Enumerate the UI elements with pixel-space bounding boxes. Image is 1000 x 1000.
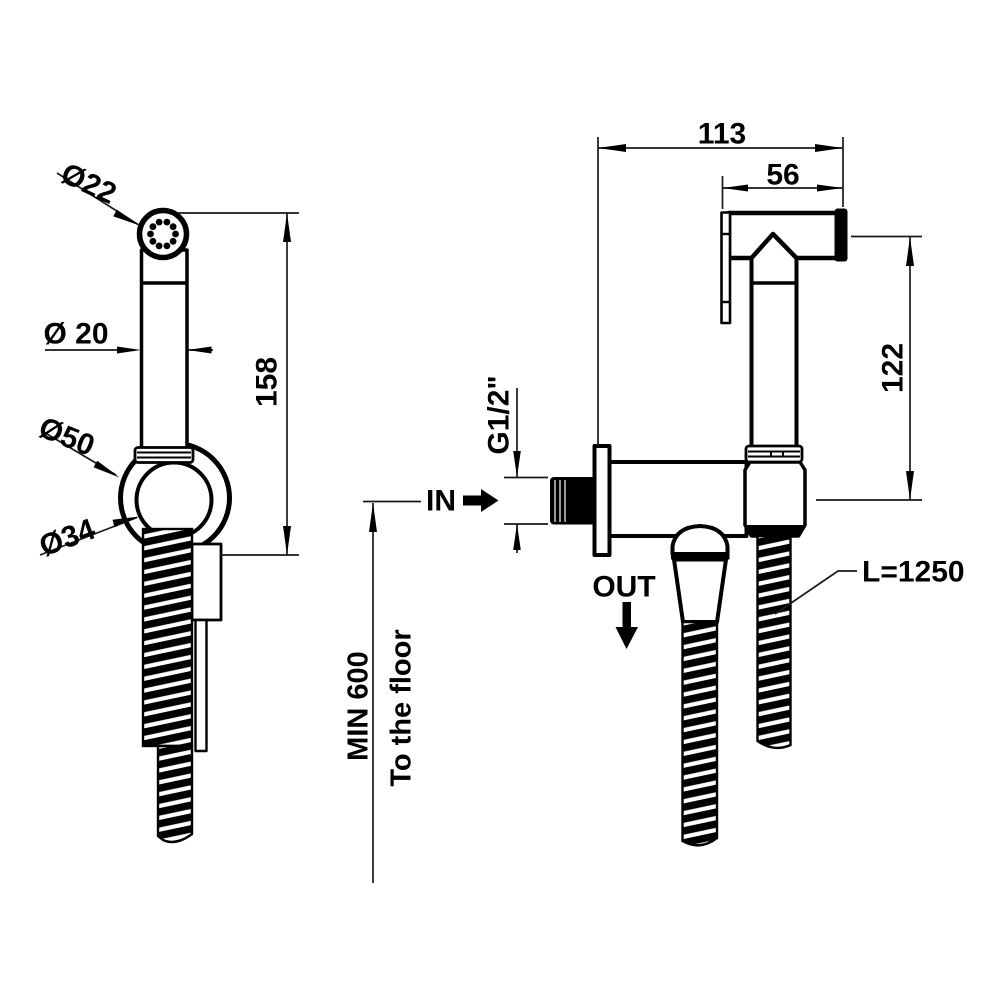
head-to-outlet-label: 122 <box>877 343 910 393</box>
out-cone-dome <box>670 524 730 556</box>
spray-head-face <box>136 207 190 261</box>
handle-connector-band <box>745 525 805 537</box>
holder-outer-label: Ø50 <box>34 411 99 463</box>
handle-nut-front <box>744 444 804 464</box>
handle-diameter-label: Ø 20 <box>43 318 108 351</box>
handle-hose <box>756 534 792 750</box>
outlet-flow-marker: OUT <box>592 571 656 649</box>
dimension-handle-diameter: Ø 20 <box>43 318 213 354</box>
hose-upper-section <box>141 527 194 748</box>
inlet-arrow-icon <box>463 489 499 512</box>
overall-height-label: 158 <box>251 357 284 407</box>
dimension-head-diameter: Ø22 <box>56 157 140 226</box>
out-cone-band <box>671 552 730 560</box>
floor-note-label: To the floor <box>386 629 418 786</box>
min-height-label: MIN 600 <box>343 651 375 761</box>
inlet-label: IN <box>426 485 456 518</box>
inlet-thread-nipple <box>550 477 596 525</box>
dimension-head-to-outlet: 122 <box>816 235 922 501</box>
head-length-label: 56 <box>766 159 799 192</box>
out-hose <box>681 620 719 847</box>
handle-body <box>139 248 189 450</box>
head-diameter-label: Ø22 <box>56 157 121 211</box>
outlet-arrow-icon <box>615 627 638 649</box>
dimension-overall-width: 113 <box>597 118 844 445</box>
out-cone-taper <box>672 557 728 624</box>
hose-length-callout: L=1250 <box>774 556 965 615</box>
dimension-holder-outer: Ø50 <box>34 411 120 478</box>
hose-length-label: L=1250 <box>862 556 965 589</box>
hose-lower-section <box>156 744 194 844</box>
handle-connector <box>743 460 807 538</box>
holder-tab-lower <box>194 618 208 753</box>
wall-flange <box>592 444 612 557</box>
dimension-inlet-thread: G1/2" <box>483 375 548 553</box>
holder-tab-upper <box>190 542 223 622</box>
spray-head-side <box>726 210 841 261</box>
inlet-thread-label: G1/2" <box>483 375 516 454</box>
dimension-min-floor-height: MIN 600 To the floor <box>343 503 418 883</box>
outlet-label: OUT <box>592 571 655 604</box>
holder-bracket-plate <box>720 211 732 325</box>
dimension-holder-inner: Ø34 <box>35 513 140 564</box>
spray-nozzle-holes <box>147 218 179 250</box>
right-view-sprayer-front: 113 56 122 G1/2" <box>343 118 965 883</box>
inlet-flow-marker: IN <box>363 485 499 518</box>
outlet-arrow-shaft <box>622 602 631 628</box>
dimension-head-length: 56 <box>721 159 843 209</box>
valve-body <box>607 460 749 538</box>
handle-nut <box>133 446 195 464</box>
holder-inner-ring <box>134 460 214 540</box>
left-view-sprayer-side: 158 Ø22 Ø 20 Ø50 Ø34 <box>34 157 299 844</box>
dimension-overall-height: 158 <box>177 212 299 556</box>
holder-inner-label: Ø34 <box>35 513 100 564</box>
overall-width-label: 113 <box>698 118 746 151</box>
spray-head-cap <box>834 208 848 262</box>
